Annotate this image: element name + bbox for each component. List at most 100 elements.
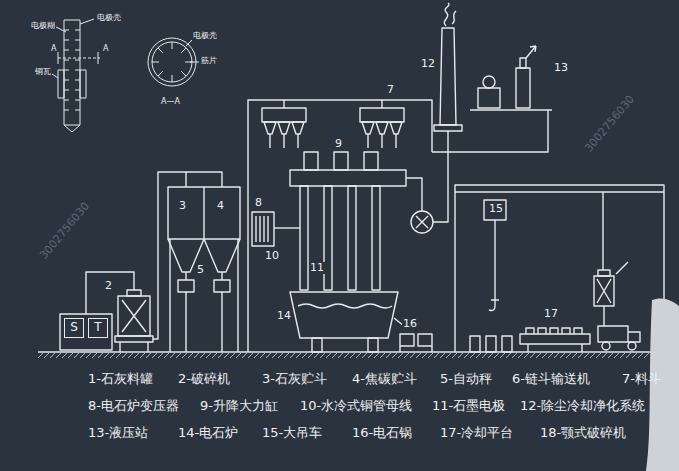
electrode-detail	[58, 70, 64, 98]
transformer-symbol	[252, 212, 300, 246]
crane-frame	[455, 185, 664, 352]
callout-number: 10	[264, 250, 280, 262]
cooling-platform	[520, 334, 590, 344]
fan-symbol	[411, 211, 433, 233]
key-entry: 7-料斗	[622, 372, 661, 386]
callout-number: 16	[402, 318, 418, 330]
feed-hopper	[264, 122, 304, 134]
section-detail	[152, 42, 192, 82]
graphite-electrode	[348, 186, 356, 290]
feed-hopper	[362, 122, 402, 134]
carbide-pot	[400, 334, 432, 352]
section-detail	[148, 38, 199, 86]
graphite-electrode	[324, 186, 332, 290]
electrode-detail	[52, 19, 94, 78]
tank-letter: T	[94, 321, 101, 334]
key-entry: 13-液压站	[88, 426, 148, 440]
tank-box: S	[64, 318, 84, 338]
callout-number: 2	[104, 280, 113, 292]
inset-label: 筋片	[200, 57, 218, 66]
callout-number: 14	[276, 310, 292, 322]
furnace-top	[290, 170, 406, 186]
callout-number: 4	[216, 200, 225, 212]
inset-label: 铜瓦	[34, 68, 52, 77]
key-entry: 5-自动秤	[440, 372, 492, 386]
callout-number: 11	[309, 262, 325, 274]
crane-frame	[494, 220, 495, 300]
furnace-top	[290, 152, 406, 186]
feed-hopper	[360, 108, 404, 122]
furnace-body	[298, 304, 392, 308]
inset-label: 电极壳	[192, 32, 218, 41]
crusher-symbol	[115, 336, 153, 342]
hydraulic-station	[470, 109, 552, 110]
electrode-detail	[58, 58, 100, 59]
inset-label: A	[50, 45, 57, 54]
plant-drawing	[38, 3, 668, 358]
inset-label: A—A	[160, 98, 181, 107]
lime-tank-frame	[60, 314, 112, 350]
key-entry: 16-电石锅	[352, 426, 412, 440]
crane-frame	[455, 185, 664, 352]
key-entry: 11-石墨电极	[432, 399, 505, 413]
crane-frame	[470, 336, 480, 352]
ground-line	[38, 353, 668, 358]
watermark: 3002756030	[583, 93, 637, 154]
jaw-crusher-symbol	[598, 270, 610, 276]
storage-silo	[168, 187, 240, 352]
fan-symbol	[406, 131, 448, 233]
callout-number: 17	[543, 308, 559, 320]
key-entry: 17-冷却平台	[440, 426, 513, 440]
cooling-platform	[520, 328, 590, 352]
lime-tank-frame	[60, 272, 134, 350]
crusher-symbol	[115, 290, 153, 352]
jaw-crusher-symbol	[597, 279, 611, 303]
chimney	[434, 125, 462, 131]
callout-number: 8	[254, 197, 263, 209]
bucket-elevator-line	[248, 100, 432, 352]
storage-silo	[170, 239, 238, 352]
section-detail	[186, 40, 199, 62]
furnace-body	[368, 338, 378, 352]
section-detail	[152, 42, 192, 82]
furnace-body	[290, 292, 398, 338]
ground-line	[38, 351, 668, 352]
jaw-crusher-symbol	[603, 306, 604, 326]
hydraulic-station	[483, 76, 495, 88]
feed-hopper	[270, 134, 298, 148]
bucket-elevator-line	[284, 100, 382, 108]
transformer-symbol	[274, 227, 300, 228]
jaw-crusher-symbol	[594, 276, 614, 306]
truck-symbol	[602, 342, 610, 350]
crusher-symbol	[118, 296, 150, 336]
crane-frame	[489, 300, 499, 311]
crane-frame	[486, 336, 496, 352]
key-entry: 8-电石炉变压器	[88, 399, 179, 413]
storage-silo	[214, 280, 230, 292]
key-entry: 4-焦碳贮斗	[352, 372, 417, 386]
chimney	[444, 3, 449, 26]
furnace-body	[312, 338, 322, 352]
electrode-detail	[64, 20, 80, 125]
chimney	[452, 11, 456, 24]
callout-number: 15	[488, 203, 504, 215]
crane-frame	[455, 191, 664, 192]
furnace-top	[364, 152, 378, 170]
hydraulic-station	[520, 58, 526, 68]
jaw-crusher-symbol	[616, 262, 628, 274]
hydraulic-station	[526, 46, 536, 58]
inset-label: 电极壳	[96, 14, 122, 23]
fan-symbol	[433, 131, 448, 222]
electrode-detail	[64, 30, 80, 110]
callout-number: 5	[196, 264, 205, 276]
callout-number: 12	[420, 58, 436, 70]
tank-letter: S	[70, 321, 78, 334]
truck-symbol	[628, 342, 636, 350]
key-entry: 2-破碎机	[178, 372, 230, 386]
transformer-symbol	[256, 216, 268, 242]
electrode-detail	[64, 125, 80, 132]
electrode-detail	[52, 19, 100, 132]
carbide-pot	[400, 334, 414, 346]
key-entry: 9-升降大力缸	[200, 399, 278, 413]
